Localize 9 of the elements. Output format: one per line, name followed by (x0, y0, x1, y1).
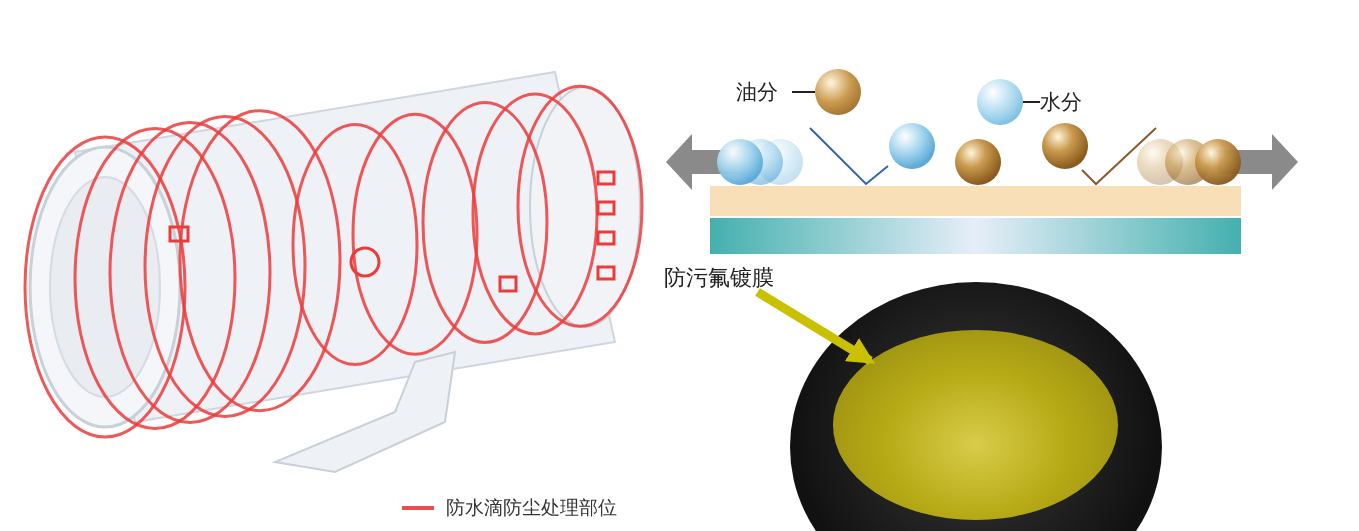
leader-line (791, 91, 816, 93)
leader-line (1022, 101, 1041, 103)
oil-droplet (815, 69, 861, 115)
callout-text: 水分 (1040, 88, 1098, 116)
water-droplet (977, 79, 1023, 125)
arrow (755, 288, 875, 365)
callout-text: 防污氟镀膜 (664, 262, 802, 292)
callout-text: 油分 (736, 78, 792, 106)
legend-text: 防水滴防尘处理部位 (446, 496, 617, 520)
